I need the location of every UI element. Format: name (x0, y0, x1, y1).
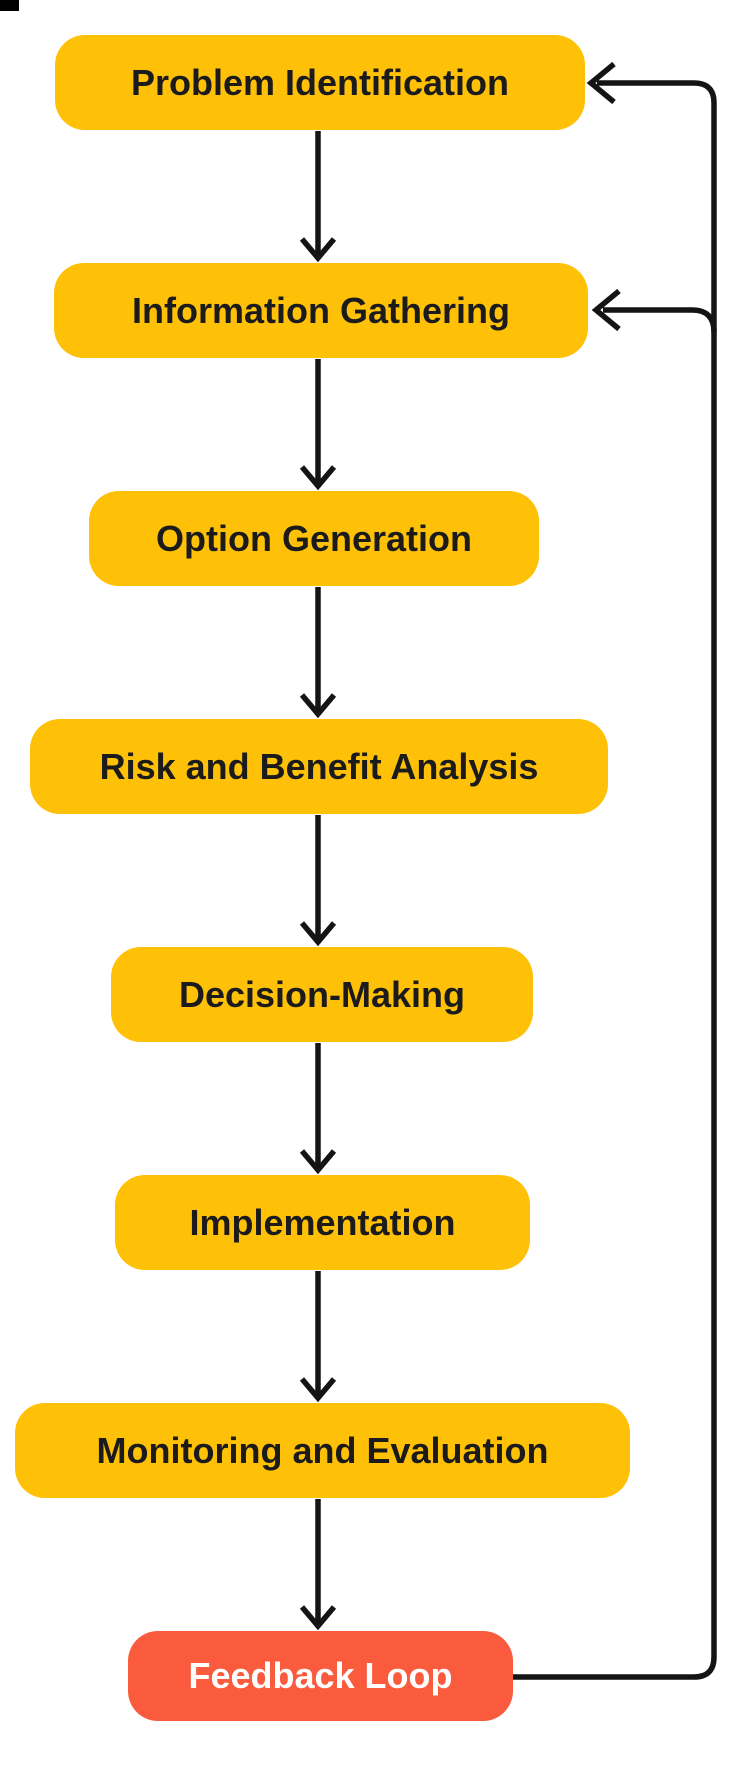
arrow-decision-to-implementation (299, 1043, 337, 1175)
node-label: Risk and Benefit Analysis (99, 745, 539, 787)
arrow-feedback-to-problem (513, 61, 717, 1680)
arrow-monitoring-to-feedback (299, 1499, 337, 1631)
node-label: Decision-Making (178, 973, 466, 1015)
node-label: Implementation (189, 1201, 456, 1243)
node-label: Option Generation (155, 517, 472, 559)
node-problem-identification: Problem Identification (55, 35, 585, 130)
arrow-risk-to-decision (299, 815, 337, 947)
node-label: Problem Identification (130, 61, 510, 103)
node-option-generation: Option Generation (89, 491, 539, 586)
node-monitoring-and-evaluation: Monitoring and Evaluation (15, 1403, 630, 1498)
node-risk-and-benefit-analysis: Risk and Benefit Analysis (30, 719, 608, 814)
arrow-feedback-to-information (591, 288, 717, 333)
node-label: Information Gathering (132, 289, 510, 331)
arrow-option-to-risk (299, 587, 337, 719)
node-label: Feedback Loop (188, 1655, 453, 1696)
corner-artifact (0, 0, 19, 11)
arrow-implementation-to-monitoring (299, 1271, 337, 1403)
arrow-problem-to-information (299, 131, 337, 263)
node-decision-making: Decision-Making (111, 947, 533, 1042)
node-information-gathering: Information Gathering (54, 263, 588, 358)
node-implementation: Implementation (115, 1175, 530, 1270)
node-label: Monitoring and Evaluation (96, 1429, 549, 1471)
arrow-information-to-option (299, 359, 337, 491)
node-feedback-loop: Feedback Loop (128, 1631, 513, 1721)
